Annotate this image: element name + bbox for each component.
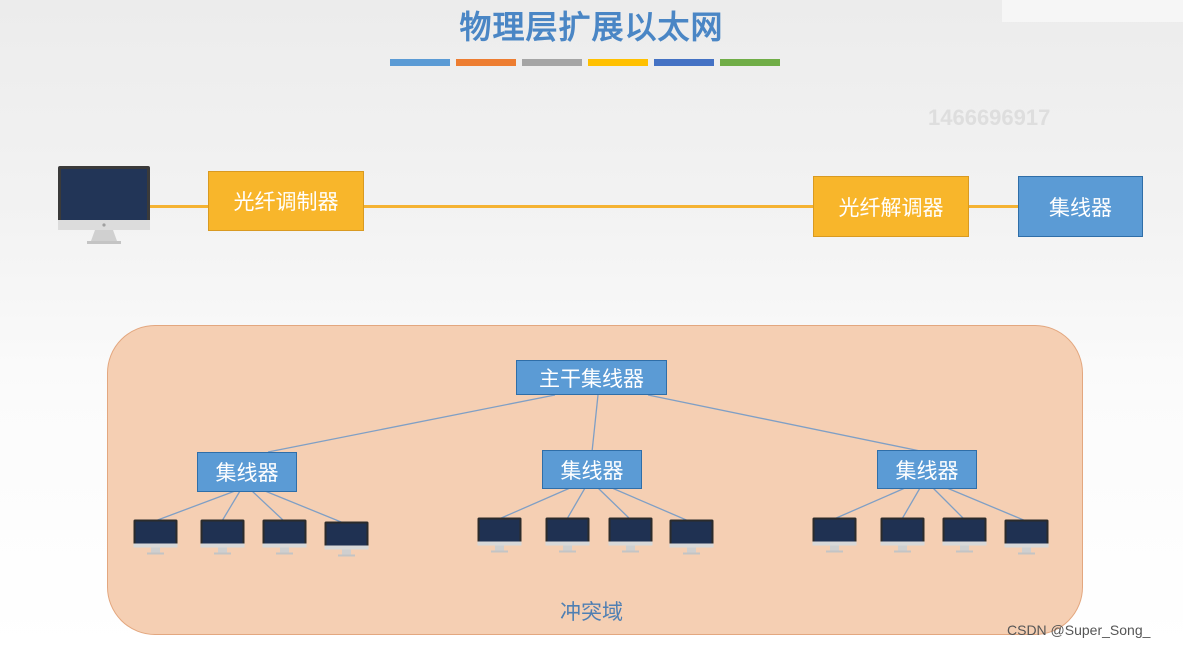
backbone-hub-box: 主干集线器 xyxy=(516,360,667,395)
computer-icon xyxy=(133,519,178,555)
computer-icon xyxy=(880,517,925,553)
computer-icon xyxy=(942,517,987,553)
computer-icon xyxy=(58,166,150,244)
hub-box-center: 集线器 xyxy=(542,450,642,489)
color-bar-5 xyxy=(654,59,714,66)
corner-tab xyxy=(1002,0,1183,22)
link-demodulator-hub xyxy=(968,205,1020,208)
watermark: 1466696917 xyxy=(928,105,1051,130)
color-bar-1 xyxy=(390,59,450,66)
hub-box-right: 集线器 xyxy=(877,450,977,489)
hub-box: 集线器 xyxy=(1018,176,1143,237)
computer-icon xyxy=(200,519,245,555)
color-bar-6 xyxy=(720,59,780,66)
computer-icon xyxy=(545,517,590,553)
link-computer-modem xyxy=(148,205,210,208)
link-fiber xyxy=(363,205,815,208)
computer-icon xyxy=(262,519,307,555)
color-bar-4 xyxy=(588,59,648,66)
computer-icon xyxy=(1004,519,1049,555)
computer-icon xyxy=(812,517,857,553)
color-bar-2 xyxy=(456,59,516,66)
fiber-modulator-box: 光纤调制器 xyxy=(208,171,364,231)
collision-domain-label: 冲突域 xyxy=(560,600,623,624)
hub-box-left: 集线器 xyxy=(197,452,297,492)
slide-title: 物理层扩展以太网 xyxy=(459,8,724,46)
computer-icon xyxy=(324,521,369,557)
fiber-demodulator-box: 光纤解调器 xyxy=(813,176,969,237)
color-bar-3 xyxy=(522,59,582,66)
computer-icon xyxy=(477,517,522,553)
credit-watermark: CSDN @Super_Song_ xyxy=(1007,622,1151,638)
computer-icon xyxy=(608,517,653,553)
computer-icon xyxy=(669,519,714,555)
